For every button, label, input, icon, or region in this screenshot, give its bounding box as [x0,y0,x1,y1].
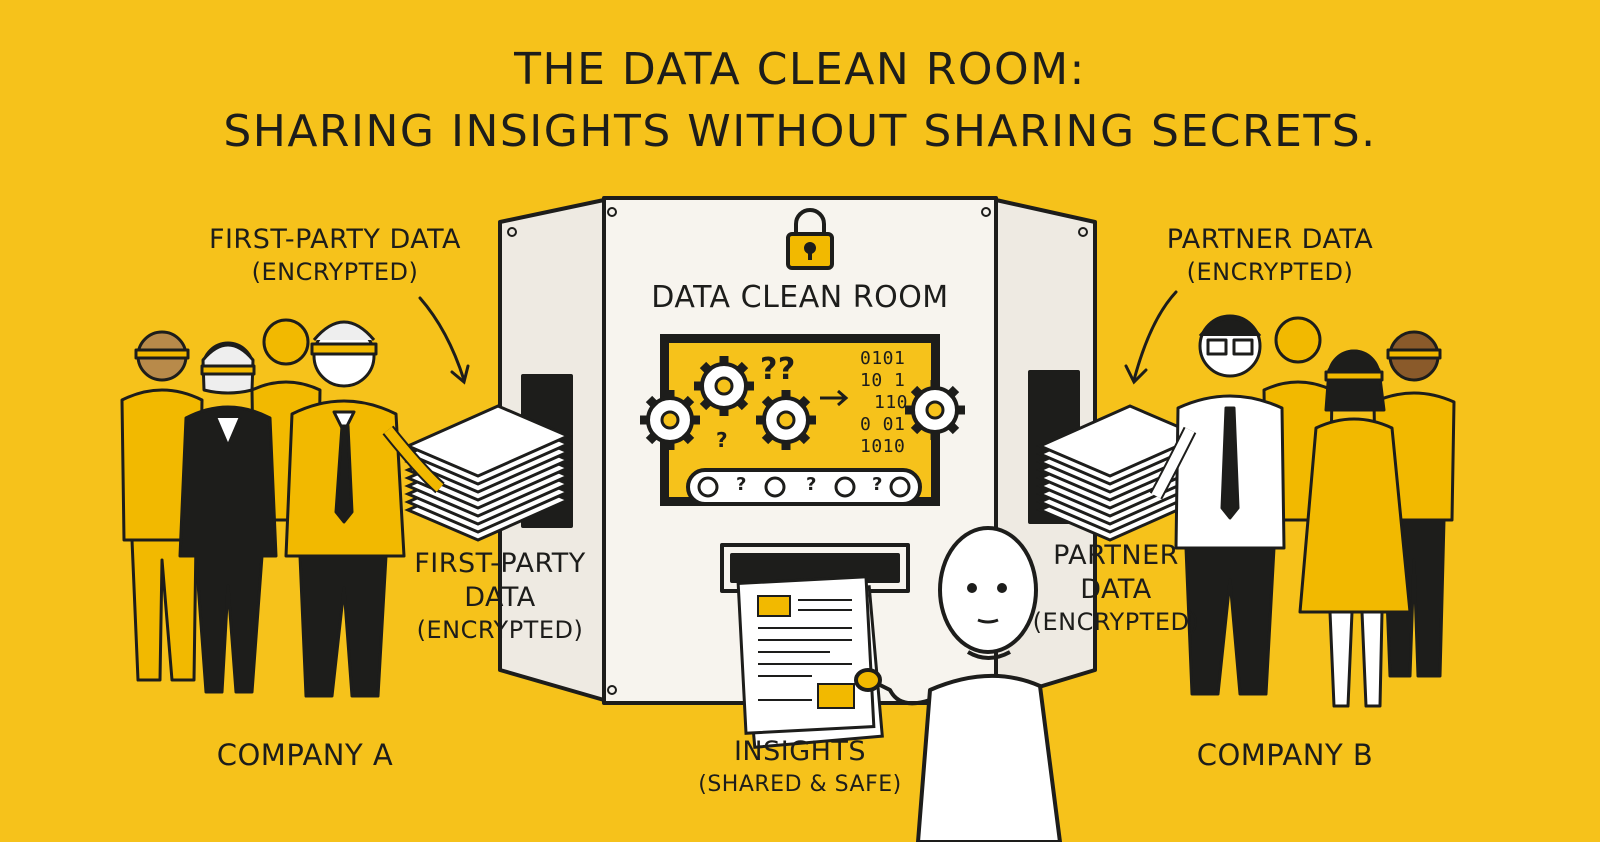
insights-report [736,575,884,749]
gear-icon-edge [905,380,965,440]
partner-top-sublabel: (ENCRYPTED) [1186,258,1354,286]
arrowhead-left [450,364,470,385]
partner-mid-label-2: DATA [1080,574,1152,605]
arrow-to-machine-right [1132,290,1178,382]
first-party-mid-label-3: (ENCRYPTED) [416,616,584,644]
gear-icon-small [756,390,816,450]
gear-icon [694,356,754,416]
first-party-mid-label-2: DATA [464,582,536,613]
belt-mark-1: ? [736,474,747,495]
gear-icon-edge-left [640,390,700,450]
machine-label: DATA CLEAN ROOM [651,280,949,315]
insights-sublabel: (SHARED & SAFE) [698,772,902,797]
first-party-top-sublabel: (ENCRYPTED) [251,258,419,286]
binary-line-5: 1010 [860,436,906,457]
partner-mid-label-3: (ENCRYPTED) [1032,608,1200,636]
binary-line-4: 0 01 [860,414,906,435]
padlock-icon [786,208,834,270]
company-a-people [120,318,445,698]
analyst-figure [854,526,1062,842]
title-line-1: THE DATA CLEAN ROOM: [514,44,1086,95]
company-b-people [1149,314,1456,708]
company-a-label: COMPANY A [216,738,394,772]
belt-mark-3: ? [872,474,883,495]
binary-line-3: 110 [874,392,909,413]
belt-mark-2: ? [806,474,817,495]
processing-screen [640,334,965,506]
insights-label: INSIGHTS [733,736,867,767]
binary-line-1: 0101 [860,348,906,369]
first-party-top-label: FIRST-PARTY DATA [208,224,462,255]
partner-top-label: PARTNER DATA [1166,224,1374,255]
title-line-2: SHARING INSIGHTS WITHOUT SHARING SECRETS… [223,106,1377,157]
transform-arrow-icon [820,389,849,407]
first-party-mid-label-1: FIRST-PARTY [414,548,586,579]
partner-mid-label-1: PARTNER [1053,540,1179,571]
company-b-label: COMPANY B [1196,738,1374,772]
arrow-to-machine-left [418,296,466,382]
screen-qmark-small: ? [716,428,729,452]
screen-qmarks: ?? [760,352,796,387]
binary-line-2: 10 1 [860,370,906,391]
conveyor-belt [686,468,922,506]
arrowhead-right [1124,364,1148,385]
